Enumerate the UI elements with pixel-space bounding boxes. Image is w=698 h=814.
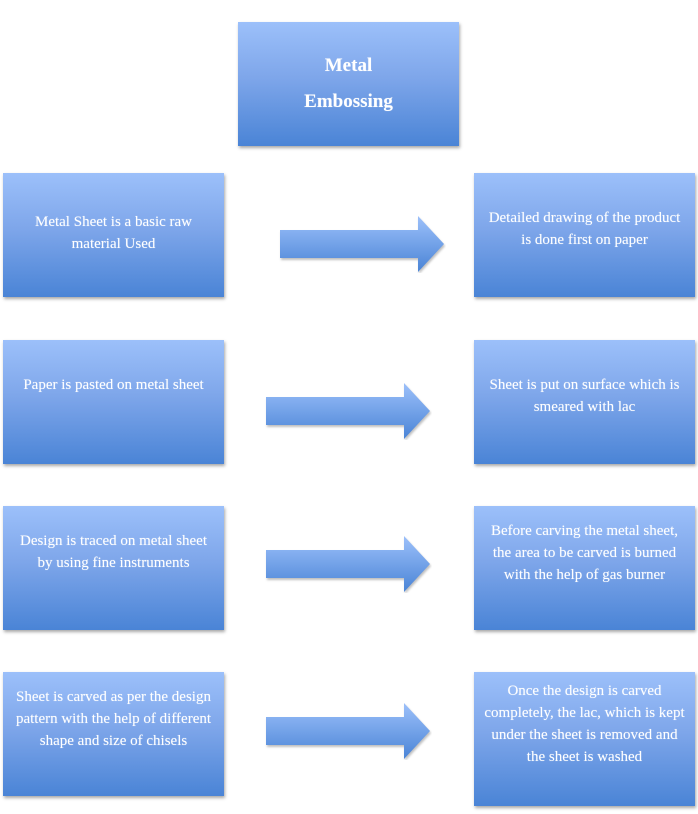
right-arrow-icon — [280, 216, 444, 272]
step-text: Design is traced on metal sheet by using… — [19, 533, 208, 571]
step-text: Paper is pasted on metal sheet — [23, 377, 204, 393]
step-text: Once the design is carved completely, th… — [484, 683, 685, 765]
step-box-1-left: Metal Sheet is a basic raw material Used — [3, 173, 224, 297]
step-box-4-right: Once the design is carved completely, th… — [474, 672, 695, 806]
right-arrow-icon — [266, 703, 430, 759]
step-box-2-left: Paper is pasted on metal sheet — [3, 340, 224, 464]
step-text: Sheet is carved as per the design patter… — [15, 689, 212, 749]
right-arrow-icon — [266, 383, 430, 439]
step-text: Before carving the metal sheet, the area… — [490, 523, 678, 583]
right-arrow-icon — [266, 536, 430, 592]
title-box: Metal Embossing — [238, 22, 459, 146]
step-text: Sheet is put on surface which is smeared… — [489, 377, 680, 415]
arrow-shape — [266, 383, 430, 439]
arrow-shape — [266, 536, 430, 592]
arrow-shape — [280, 216, 444, 272]
step-box-3-right: Before carving the metal sheet, the area… — [474, 506, 695, 630]
title-line-1: Metal — [324, 55, 373, 76]
step-box-4-left: Sheet is carved as per the design patter… — [3, 672, 224, 796]
step-box-1-right: Detailed drawing of the product is done … — [474, 173, 695, 297]
step-box-3-left: Design is traced on metal sheet by using… — [3, 506, 224, 630]
step-text: Detailed drawing of the product is done … — [488, 210, 681, 248]
arrow-shape — [266, 703, 430, 759]
title-line-2: Embossing — [304, 91, 393, 112]
step-text: Metal Sheet is a basic raw material Used — [34, 214, 193, 252]
step-box-2-right: Sheet is put on surface which is smeared… — [474, 340, 695, 464]
